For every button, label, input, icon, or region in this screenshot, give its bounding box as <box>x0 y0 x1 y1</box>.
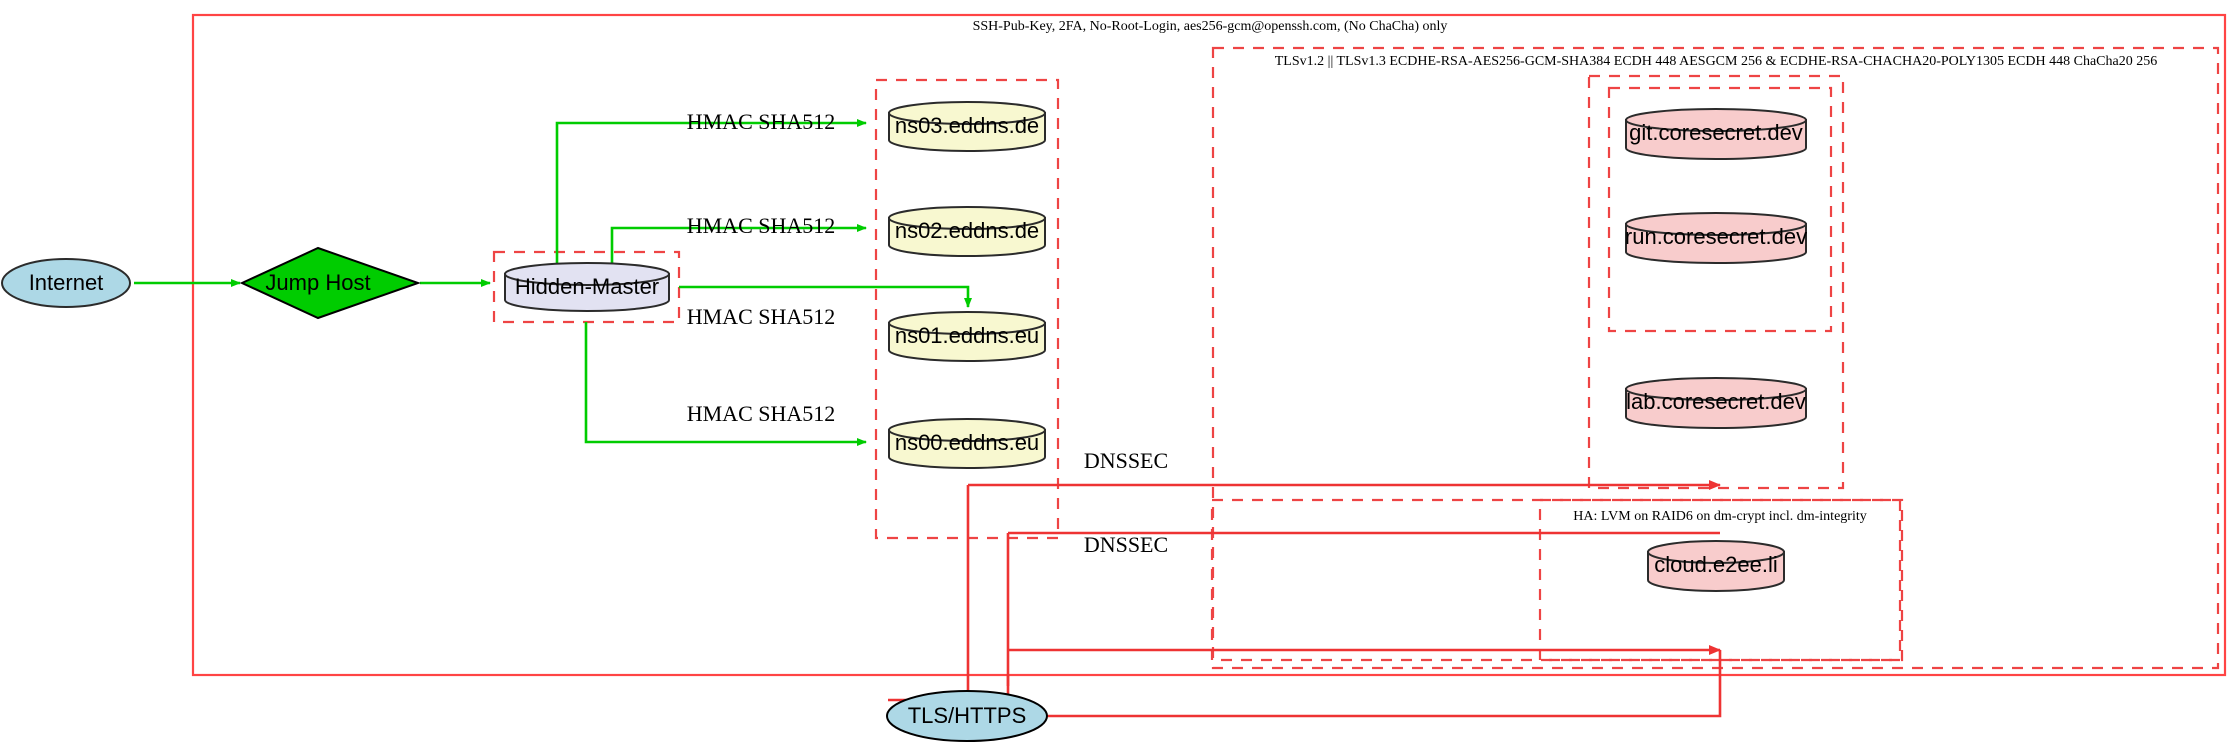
edge-hiddenmaster-to-ns01 <box>679 285 972 308</box>
node-jump-host[interactable]: Jump Host <box>239 246 422 320</box>
cluster-coresecret-inner <box>1607 86 1833 333</box>
node-run-coresecret[interactable]: run.coresecret.dev <box>1625 212 1807 264</box>
node-cloud-e2ee-label: cloud.e2ee.li <box>1654 552 1778 577</box>
node-jump-host-label: Jump Host <box>265 270 370 295</box>
node-lab-coresecret[interactable]: lab.coresecret.dev <box>1625 377 1807 429</box>
edge-label-dnssec-lower: DNSSEC <box>1084 532 1168 557</box>
cluster-outer-ssh-label: SSH-Pub-Key, 2FA, No-Root-Login, aes256-… <box>973 19 1448 34</box>
node-ns00[interactable]: ns00.eddns.eu <box>888 418 1046 469</box>
node-run-coresecret-label: run.coresecret.dev <box>1625 224 1807 249</box>
node-hidden-master[interactable]: Hidden-Master <box>504 262 670 312</box>
edge-hiddenmaster-to-ns03 <box>555 119 867 266</box>
node-ns01[interactable]: ns01.eddns.eu <box>888 311 1046 362</box>
cluster-tls: TLSv1.2 || TLSv1.3 ECDHE-RSA-AES256-GCM-… <box>1211 46 2220 670</box>
node-git-coresecret[interactable]: git.coresecret.dev <box>1625 108 1807 160</box>
edge-tlshttps-right <box>1046 650 1722 718</box>
node-ns00-label: ns00.eddns.eu <box>895 430 1039 455</box>
node-ns02-label: ns02.eddns.de <box>895 218 1039 243</box>
node-git-coresecret-label: git.coresecret.dev <box>1629 120 1803 145</box>
node-cloud-e2ee[interactable]: cloud.e2ee.li <box>1647 540 1785 592</box>
node-ns03-label: ns03.eddns.de <box>895 113 1039 138</box>
node-lab-coresecret-label: lab.coresecret.dev <box>1626 389 1806 414</box>
cluster-ha: HA: LVM on RAID6 on dm-crypt incl. dm-in… <box>1210 498 1904 662</box>
cluster-coresecret <box>1587 74 1845 490</box>
edge-label-dnssec-upper: DNSSEC <box>1084 448 1168 473</box>
edge-label-hmac-ns00: HMAC SHA512 <box>687 401 836 426</box>
edge-hiddenmaster-to-ns00 <box>584 322 867 446</box>
node-ns01-label: ns01.eddns.eu <box>895 323 1039 348</box>
cluster-ha-label: HA: LVM on RAID6 on dm-crypt incl. dm-in… <box>1573 509 1866 524</box>
cluster-tls-label: TLSv1.2 || TLSv1.3 ECDHE-RSA-AES256-GCM-… <box>1275 54 2157 69</box>
cluster-outer-ssh: SSH-Pub-Key, 2FA, No-Root-Login, aes256-… <box>191 13 2227 677</box>
edge-label-hmac-ns02: HMAC SHA512 <box>687 213 836 238</box>
node-hidden-master-label: Hidden-Master <box>515 274 659 299</box>
edge-label-hmac-ns01: HMAC SHA512 <box>687 304 836 329</box>
edge-dnssec-lower <box>1006 531 1721 716</box>
node-ns03[interactable]: ns03.eddns.de <box>888 101 1046 152</box>
edge-label-hmac-ns03: HMAC SHA512 <box>687 109 836 134</box>
node-ns02[interactable]: ns02.eddns.de <box>888 206 1046 257</box>
node-tls-https-label: TLS/HTTPS <box>908 703 1027 728</box>
node-tls-https[interactable]: TLS/HTTPS <box>886 690 1048 742</box>
node-internet[interactable]: Internet <box>1 258 131 308</box>
node-internet-label: Internet <box>29 270 104 295</box>
edge-hiddenmaster-to-ns02 <box>610 224 867 266</box>
